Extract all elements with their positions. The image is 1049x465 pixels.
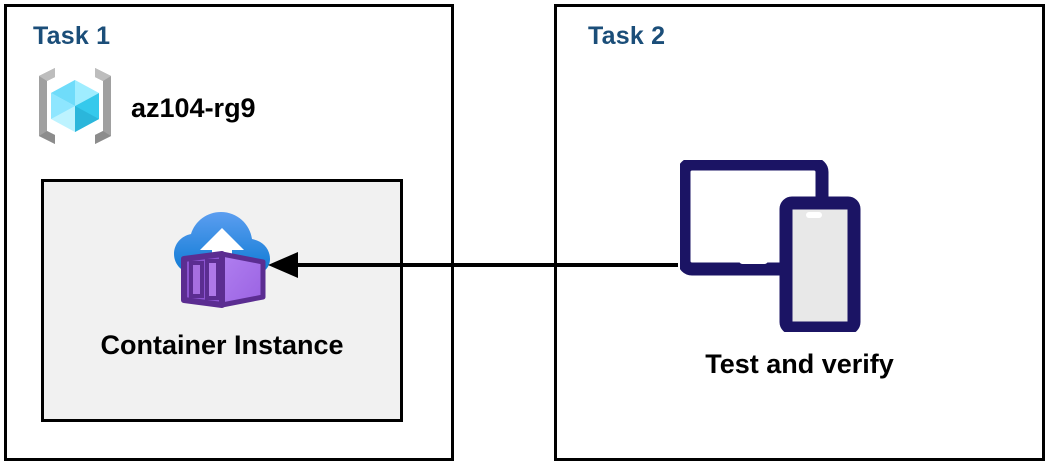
task-2-title: Task 2 (588, 22, 666, 50)
task-1-title: Task 1 (33, 22, 111, 50)
container-instance-card: Container Instance (41, 179, 403, 422)
resource-group-label: az104-rg9 (131, 92, 256, 123)
resource-group-row: az104-rg9 (33, 64, 256, 148)
task-1-panel: Task 1 (4, 4, 454, 461)
test-and-verify-label: Test and verify (705, 349, 894, 379)
container-instance-label: Container Instance (100, 330, 344, 360)
resource-group-icon (33, 64, 117, 148)
